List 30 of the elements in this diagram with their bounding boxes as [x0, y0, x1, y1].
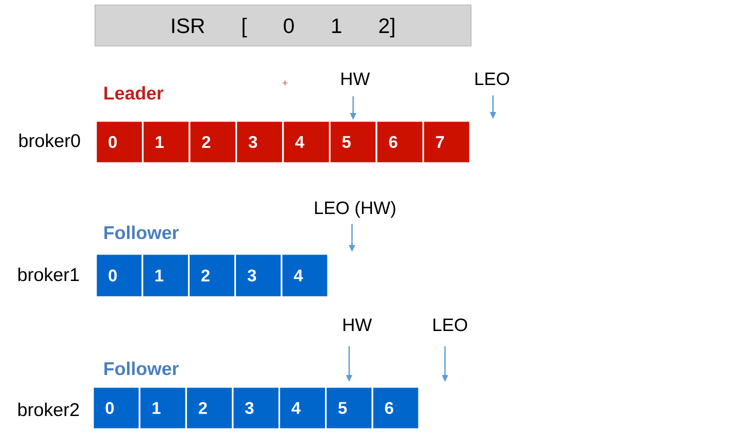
log-cell: 5 [325, 386, 374, 430]
log-cell: 4 [280, 253, 329, 298]
log-cell: 3 [232, 386, 280, 430]
log-cell: 6 [372, 386, 420, 430]
role-label: Follower [104, 362, 179, 376]
log-cell: 1 [138, 386, 187, 430]
log-cell: 6 [376, 120, 424, 164]
pointer-label: LEO (HW) [315, 201, 396, 218]
log-cell: 0 [92, 386, 140, 430]
log-cell: 7 [422, 120, 471, 164]
log-cell: 3 [235, 120, 284, 164]
log-cell: 2 [185, 386, 234, 430]
log-cell: 4 [278, 386, 327, 430]
log-cell: 2 [188, 253, 236, 298]
pointer-label: LEO [434, 318, 468, 332]
role-label: Leader [104, 86, 164, 100]
header-bar: ISR [ 0 1 2] [94, 4, 472, 46]
log-cell: 2 [188, 120, 238, 164]
log-cell: 1 [142, 120, 190, 164]
log-cell: 1 [142, 253, 190, 298]
log-cell: 4 [282, 120, 331, 164]
row-label: broker1 [18, 268, 79, 282]
pointer-label: HW [342, 72, 370, 85]
role-label: Follower [104, 226, 179, 240]
log-cell: 0 [95, 253, 144, 298]
log-cell: 5 [328, 120, 378, 164]
pointer-label: HW [344, 318, 372, 331]
pointer-label: LEO [476, 72, 510, 86]
log-cell: 0 [95, 120, 144, 164]
log-cell: 3 [234, 253, 282, 298]
